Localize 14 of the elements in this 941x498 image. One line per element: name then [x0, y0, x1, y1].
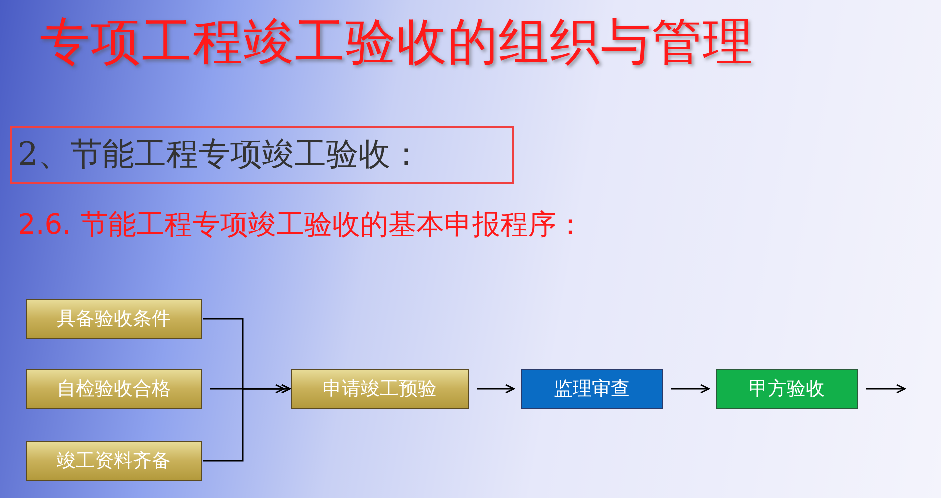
arrow [203, 384, 291, 462]
arrow [210, 384, 285, 394]
process-box: 竣工资料齐备 [26, 441, 202, 481]
arrow [866, 384, 906, 394]
arrow [671, 384, 710, 394]
arrow [477, 384, 515, 394]
subheading-text: 2.6. 节能工程专项竣工验收的基本申报程序： [18, 207, 584, 243]
process-box: 自检验收合格 [26, 369, 202, 409]
section-heading-box: 2、节能工程专项竣工验收： [10, 126, 514, 184]
process-box: 甲方验收 [716, 369, 858, 409]
process-box: 申请竣工预验 [291, 369, 469, 409]
slide-title: 专项工程竣工验收的组织与管理 [40, 12, 755, 73]
process-box: 具备验收条件 [26, 299, 202, 339]
process-box: 监理审查 [521, 369, 663, 409]
